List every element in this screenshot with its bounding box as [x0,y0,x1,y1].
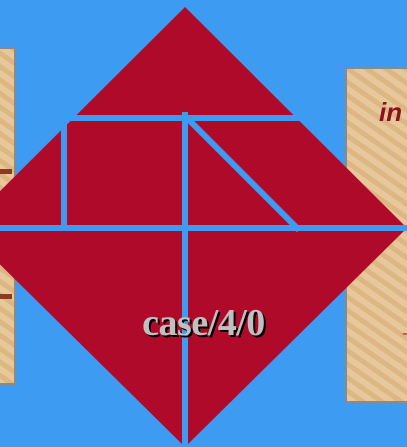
slide-caption: case/4/0 [0,301,407,345]
